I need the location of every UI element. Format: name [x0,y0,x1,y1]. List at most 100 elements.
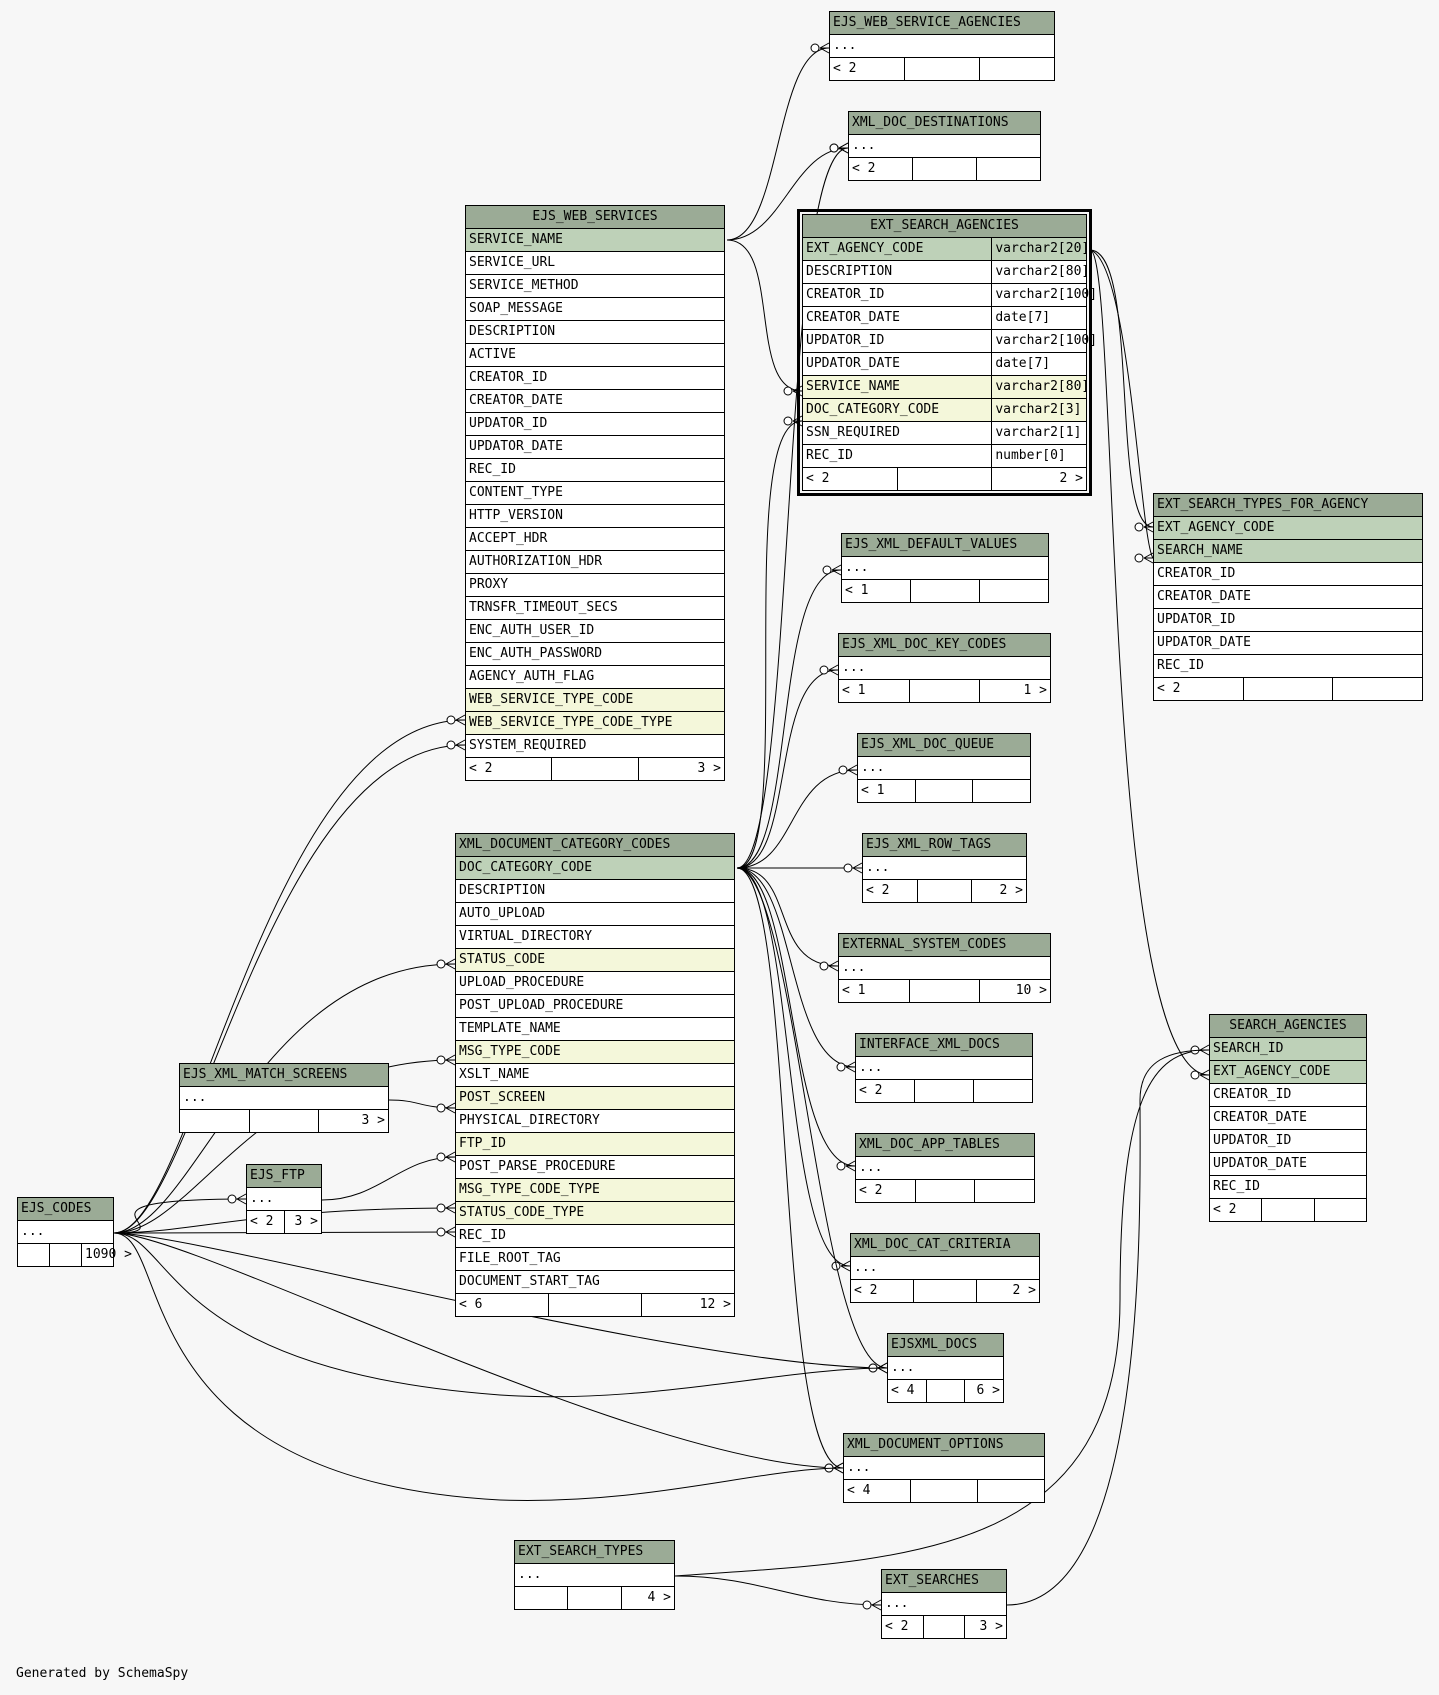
children-count[interactable]: 4 > [620,1586,676,1610]
rows-count[interactable] [548,1293,642,1317]
table-title[interactable]: EJS_XML_MATCH_SCREENS [179,1063,389,1087]
table-ejs-web-service-agencies[interactable]: EJS_WEB_SERVICE_AGENCIES...< 2 [829,11,1055,81]
table-title[interactable]: EJS_XML_DOC_KEY_CODES [838,633,1051,657]
rows-count[interactable] [913,1279,977,1303]
parents-count[interactable]: < 1 [838,679,910,703]
table-ejs-codes[interactable]: EJS_CODES...1090 > [17,1197,132,1267]
rows-count[interactable] [248,1109,320,1133]
children-count[interactable] [973,1079,1033,1103]
table-title[interactable]: SEARCH_AGENCIES [1209,1014,1367,1038]
children-count[interactable]: 1 > [979,679,1051,703]
table-ejs-xml-match-screens[interactable]: EJS_XML_MATCH_SCREENS...3 > [179,1063,389,1133]
children-count[interactable] [976,157,1041,181]
parents-count[interactable]: < 6 [455,1293,549,1317]
table-title[interactable]: EXTERNAL_SYSTEM_CODES [838,933,1051,957]
children-count[interactable] [977,1479,1045,1503]
parents-count[interactable]: < 1 [838,979,910,1003]
rows-count[interactable] [914,779,974,803]
table-title[interactable]: EXT_SEARCH_AGENCIES [802,214,1087,238]
children-count[interactable] [972,779,1031,803]
table-title[interactable]: EJS_WEB_SERVICES [465,205,725,229]
parents-count[interactable]: < 2 [848,157,913,181]
parents-count[interactable]: < 1 [857,779,916,803]
children-count[interactable]: 3 > [283,1210,322,1234]
parents-count[interactable]: < 2 [850,1279,914,1303]
parents-count[interactable]: < 2 [855,1079,915,1103]
rows-count[interactable] [912,157,977,181]
children-count[interactable]: 2 > [976,1279,1040,1303]
parents-count[interactable]: < 2 [881,1615,924,1639]
rows-count[interactable] [914,1079,974,1103]
children-count[interactable]: 6 > [964,1379,1004,1403]
table-xml-doc-app-tables[interactable]: XML_DOC_APP_TABLES...< 2 [855,1133,1035,1203]
rows-count[interactable] [567,1586,622,1610]
parents-count[interactable]: < 2 [855,1179,916,1203]
parents-count[interactable]: < 2 [829,57,905,81]
rows-count[interactable] [551,757,639,781]
children-count[interactable] [974,1179,1035,1203]
table-ejs-xml-doc-queue[interactable]: EJS_XML_DOC_QUEUE...< 1 [857,733,1031,803]
children-count[interactable]: 2 > [991,467,1087,491]
rows-count[interactable] [914,1179,976,1203]
parents-count[interactable] [17,1243,50,1267]
table-interface-xml-docs[interactable]: INTERFACE_XML_DOCS...< 2 [855,1033,1033,1103]
children-count[interactable]: 3 > [964,1615,1007,1639]
parents-count[interactable]: < 4 [887,1379,927,1403]
rows-count[interactable] [896,467,993,491]
parents-count[interactable]: < 2 [1208,1198,1263,1222]
rows-count[interactable] [908,679,981,703]
children-count[interactable]: 2 > [971,879,1027,903]
table-title[interactable]: EJSXML_DOCS [887,1333,1004,1357]
table-title[interactable]: XML_DOCUMENT_OPTIONS [843,1433,1045,1457]
table-title[interactable]: INTERFACE_XML_DOCS [855,1033,1033,1057]
parents-count[interactable]: < 2 [802,467,898,491]
table-title[interactable]: EXT_SEARCHES [881,1569,1007,1593]
children-count[interactable]: 3 > [318,1109,389,1133]
parents-count[interactable]: < 1 [841,579,911,603]
table-xml-document-options[interactable]: XML_DOCUMENT_OPTIONS...< 4 [843,1433,1045,1503]
rows-count[interactable] [925,1379,966,1403]
children-count[interactable]: 10 > [979,979,1051,1003]
rows-count[interactable] [910,579,980,603]
rows-count[interactable] [922,1615,966,1639]
rows-count[interactable] [910,1479,978,1503]
table-title[interactable]: XML_DOC_CAT_CRITERIA [850,1233,1040,1257]
table-xml-doc-destinations[interactable]: XML_DOC_DESTINATIONS...< 2 [848,111,1041,181]
children-count[interactable]: 1090 > [81,1243,132,1267]
children-count[interactable]: 12 > [641,1293,735,1317]
rows-count[interactable] [1242,677,1334,701]
parents-count[interactable]: < 2 [246,1210,285,1234]
rows-count[interactable] [916,879,973,903]
table-title[interactable]: EJS_FTP [246,1164,322,1188]
children-count[interactable] [979,579,1049,603]
children-count[interactable] [979,57,1055,81]
table-ext-search-types[interactable]: EXT_SEARCH_TYPES...4 > [513,1540,676,1610]
parents-count[interactable]: < 4 [843,1479,911,1503]
table-title[interactable]: XML_DOC_APP_TABLES [855,1133,1035,1157]
rows-count[interactable] [904,57,980,81]
children-count[interactable] [1332,677,1423,701]
parents-count[interactable]: < 2 [464,757,553,781]
parents-count[interactable] [179,1109,250,1133]
parents-count[interactable] [513,1586,569,1610]
rows-count[interactable] [49,1243,82,1267]
table-title[interactable]: EJS_CODES [17,1197,114,1221]
table-ejs-xml-default-values[interactable]: EJS_XML_DEFAULT_VALUES...< 1 [841,533,1049,603]
table-title[interactable]: EXT_SEARCH_TYPES_FOR_AGENCY [1153,493,1423,517]
parents-count[interactable]: < 2 [1153,677,1244,701]
children-count[interactable]: 3 > [637,757,726,781]
table-title[interactable]: EJS_XML_ROW_TAGS [862,833,1027,857]
table-title[interactable]: XML_DOCUMENT_CATEGORY_CODES [455,833,735,857]
table-title[interactable]: EJS_XML_DEFAULT_VALUES [841,533,1049,557]
